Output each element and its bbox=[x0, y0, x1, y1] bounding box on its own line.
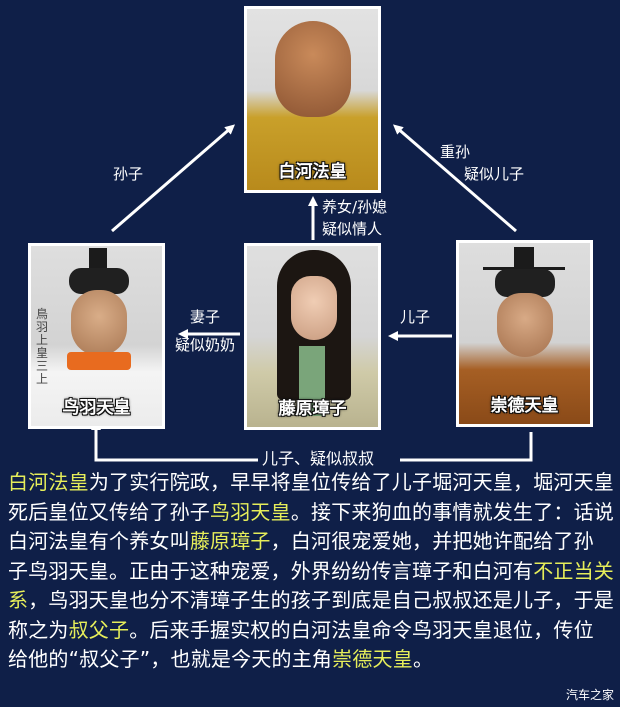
relation-arrows bbox=[91, 124, 533, 462]
highlight-improper-relationship: 不正当关系 bbox=[8, 558, 615, 613]
name-tamako: 藤原璋子 bbox=[278, 399, 347, 419]
relation-label-sutoku-toba: 儿子、疑似叔叔 bbox=[262, 449, 375, 468]
arrow-sutoku-to-shirakawa bbox=[392, 124, 517, 233]
portrait-toba: 鳥羽上皇 三上 鸟羽天皇 bbox=[28, 243, 165, 429]
story-paragraph: 白河法皇为了实行院政，早早将皇位传给了儿子堀河天皇，堀河天皇死后皇位又传给了孙子… bbox=[8, 470, 615, 671]
hat-toba bbox=[89, 248, 107, 272]
watermark: 汽车之家 bbox=[565, 688, 614, 702]
hat-sutoku bbox=[514, 247, 534, 269]
portrait-tamako: 藤原璋子 bbox=[244, 243, 381, 430]
highlight-uncle-son: 叔父子 bbox=[68, 617, 130, 642]
arrow-toba-to-shirakawa bbox=[111, 124, 236, 233]
highlight-sutoku: 崇德天皇 bbox=[332, 647, 413, 671]
name-sutoku: 崇德天皇 bbox=[490, 396, 559, 416]
relation-label-tamako-toba: 妻子 疑似奶奶 bbox=[174, 308, 235, 354]
figure-tamako bbox=[291, 276, 337, 340]
figure-sutoku bbox=[497, 293, 553, 357]
figure-shirakawa bbox=[275, 21, 351, 117]
relation-label-sutoku-tamako: 儿子 bbox=[400, 308, 431, 326]
portrait-shirakawa: 白河法皇 bbox=[244, 6, 381, 193]
portrait-sutoku: 崇德天皇 bbox=[456, 240, 593, 427]
side-inscription-toba: 鳥羽上皇 三上 bbox=[35, 307, 48, 386]
highlight-shirakawa: 白河法皇 bbox=[8, 470, 89, 494]
name-toba: 鸟羽天皇 bbox=[62, 398, 131, 418]
highlight-tamako: 藤原璋子 bbox=[189, 529, 271, 553]
highlight-toba: 鸟羽天皇 bbox=[210, 499, 291, 524]
arrow-sutoku-to-toba bbox=[400, 432, 533, 462]
name-shirakawa: 白河法皇 bbox=[278, 162, 347, 182]
figure-toba bbox=[71, 290, 127, 356]
relation-label-tamako-shirakawa: 养女/孙媳 疑似情人 bbox=[322, 198, 388, 238]
relation-label-toba-shirakawa: 孙子 bbox=[113, 165, 144, 183]
relation-label-sutoku-shirakawa: 重孙 疑似儿子 bbox=[440, 143, 525, 183]
